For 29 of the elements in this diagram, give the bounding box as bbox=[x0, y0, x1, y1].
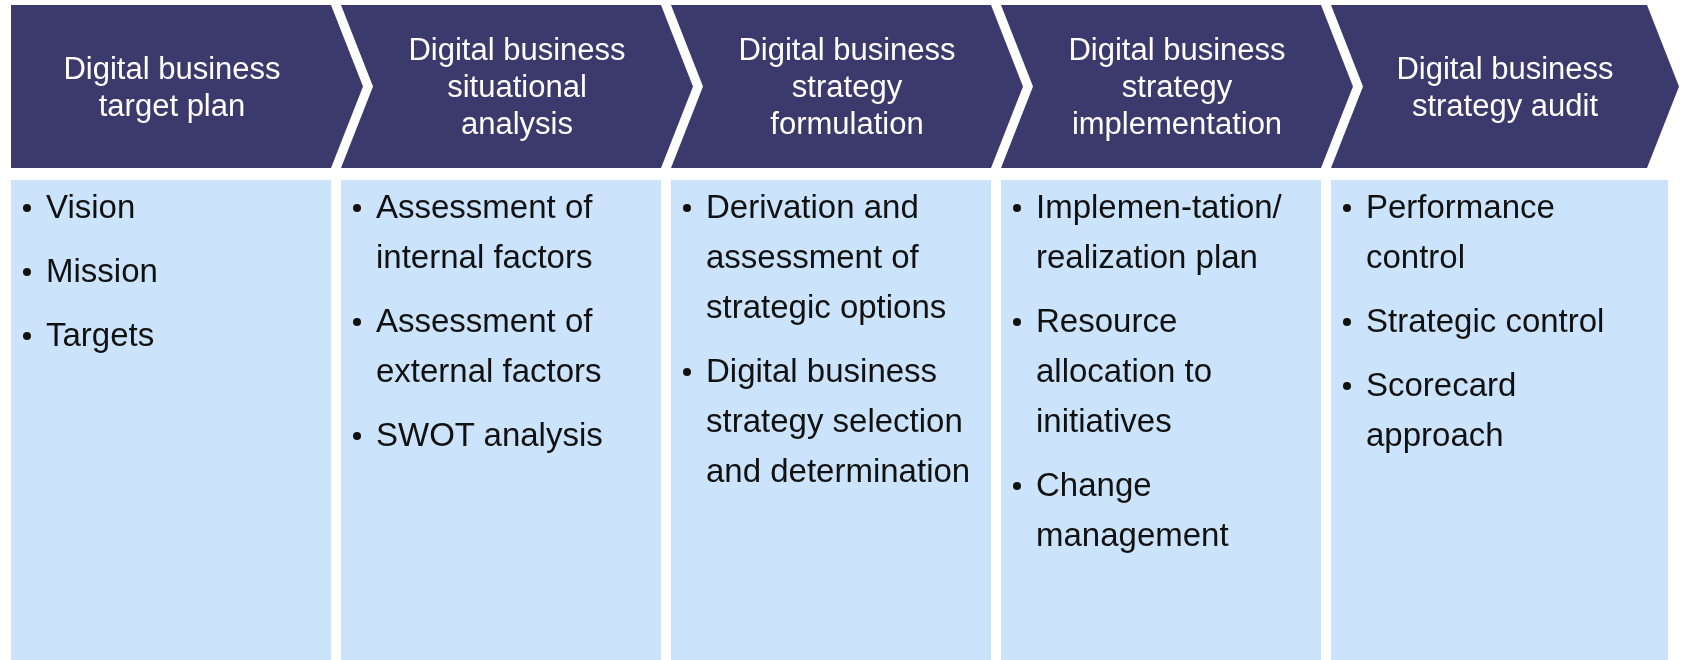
bullet-text: Assessment of internal factors bbox=[376, 187, 594, 277]
content-panel bbox=[671, 180, 991, 660]
content-panel bbox=[1001, 180, 1321, 660]
content-panel bbox=[341, 180, 661, 660]
bullet-text: Vision bbox=[46, 187, 136, 227]
bullet-text: Scorecard approach bbox=[1366, 365, 1518, 455]
chevron-step bbox=[11, 5, 363, 168]
chevron-step bbox=[671, 5, 1023, 168]
bullet-text: Assessment of external factors bbox=[376, 301, 603, 391]
bullet-text: Change management bbox=[1036, 465, 1230, 555]
step-title: Digital business strategy audit bbox=[1395, 49, 1615, 124]
chevron-step bbox=[1331, 5, 1679, 168]
step-title: Digital business strategy formulation bbox=[737, 31, 957, 142]
step-title: Digital business strategy implementation bbox=[1067, 31, 1287, 142]
bullet-text: SWOT analysis bbox=[376, 415, 603, 455]
bullet-text: Digital business strategy selection and determination bbox=[706, 351, 972, 491]
bullet-text: Resource allocation to initiatives bbox=[1036, 301, 1214, 441]
bullet-text: Performance control bbox=[1366, 187, 1556, 277]
content-panel bbox=[1331, 180, 1668, 660]
bullet-text: Strategic control bbox=[1366, 301, 1605, 341]
step-title: Digital business target plan bbox=[62, 49, 282, 124]
bullet-text: Derivation and assessment of strategic options bbox=[706, 187, 948, 327]
bullet-text: Targets bbox=[46, 315, 155, 355]
step-title: Digital business situational analysis bbox=[407, 31, 627, 142]
chevron-step bbox=[341, 5, 693, 168]
content-panel bbox=[11, 180, 331, 660]
chevron-step bbox=[1001, 5, 1353, 168]
bullet-text: Implemen-tation/ realization plan bbox=[1036, 187, 1283, 277]
bullet-text: Mission bbox=[46, 251, 158, 291]
